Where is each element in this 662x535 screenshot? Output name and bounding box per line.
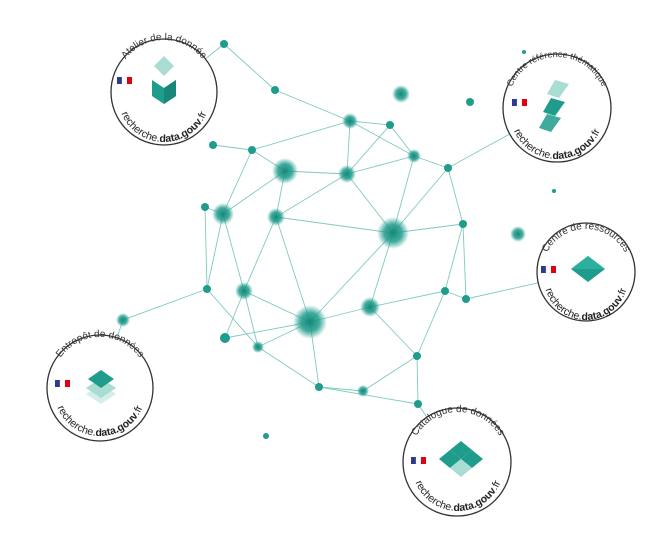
network-node — [203, 285, 211, 293]
network-node — [272, 158, 298, 184]
network-node — [252, 341, 264, 353]
badge-catalogue[interactable]: Catalogue de données recherche.data.gouv… — [402, 404, 512, 517]
network-node — [552, 189, 556, 193]
network-node — [466, 98, 474, 106]
badge-entrepot[interactable]: Entrepôt de données recherche.data.gouv.… — [46, 329, 154, 442]
network-node — [293, 305, 327, 339]
network-edge — [309, 232, 394, 323]
network-edge — [243, 216, 277, 292]
network-node — [459, 220, 467, 228]
network-edge — [257, 346, 320, 388]
network-node — [209, 141, 217, 149]
network-edge — [416, 355, 419, 405]
layers-icon — [86, 370, 116, 404]
network-edge — [212, 144, 253, 151]
badge-connector — [465, 282, 539, 300]
network-node — [235, 282, 253, 300]
network-edge — [349, 120, 415, 157]
network-node — [377, 217, 409, 249]
network-node — [263, 433, 269, 439]
network-node — [444, 164, 452, 172]
network-edge — [206, 213, 224, 290]
network-node — [267, 208, 285, 226]
diamond-icon — [571, 256, 605, 282]
network-edge — [462, 223, 467, 300]
network-edge — [243, 290, 259, 348]
network-edge — [346, 155, 415, 175]
network-edge — [444, 223, 464, 292]
network-edge — [275, 173, 348, 218]
network-edge — [447, 167, 464, 225]
network-edge — [346, 124, 391, 175]
network-edge — [275, 216, 311, 323]
network-node — [462, 295, 470, 303]
network-edge — [318, 386, 364, 392]
network-edge — [251, 120, 351, 151]
network-node — [338, 165, 356, 183]
network-node — [407, 149, 421, 163]
network-node — [414, 400, 422, 408]
network-edge — [275, 216, 394, 234]
network-nodes — [116, 40, 556, 439]
network-node — [212, 203, 234, 225]
network-edge — [362, 355, 418, 392]
french-flag-icon — [55, 379, 70, 388]
network-edge — [369, 290, 446, 308]
network-edge — [122, 288, 208, 321]
network-node — [413, 352, 421, 360]
network-node — [441, 287, 449, 295]
network-node — [386, 121, 394, 129]
network-node — [360, 297, 380, 317]
french-flag-icon — [117, 76, 132, 85]
french-flag-icon — [541, 265, 556, 274]
network-node — [522, 50, 526, 54]
network-edge — [318, 386, 419, 405]
network-edge — [274, 89, 351, 122]
network-node — [220, 40, 228, 48]
network-node — [342, 113, 358, 129]
network-edge — [204, 206, 208, 290]
network-edge — [416, 290, 446, 357]
network-node — [271, 86, 279, 94]
badge-centre-reference[interactable]: Centre référence thématique recherche.da… — [502, 49, 612, 163]
badge-centre-ressources[interactable]: Centre de ressources recherche.data.gouv… — [536, 221, 636, 323]
network-node — [392, 85, 410, 103]
chevron-stack-icon — [539, 80, 569, 132]
diamond-stack-icon — [152, 56, 176, 104]
network-edge — [206, 288, 259, 348]
grid-diamond-icon — [439, 441, 483, 477]
badge-connector — [447, 133, 510, 169]
network-edge — [222, 213, 245, 292]
network-node — [357, 385, 369, 397]
network-edge — [222, 149, 253, 215]
french-flag-icon — [512, 98, 527, 107]
network-node — [510, 226, 526, 242]
network-edge — [223, 43, 276, 91]
network-node — [220, 333, 230, 343]
network-node — [116, 313, 130, 327]
network-edge — [369, 306, 418, 357]
network-node — [201, 203, 209, 211]
badge-atelier[interactable]: Atelier de la donnée recherche.data.gouv… — [110, 32, 218, 146]
french-flag-icon — [411, 456, 426, 465]
network-node — [315, 383, 323, 391]
network-node — [248, 146, 256, 154]
